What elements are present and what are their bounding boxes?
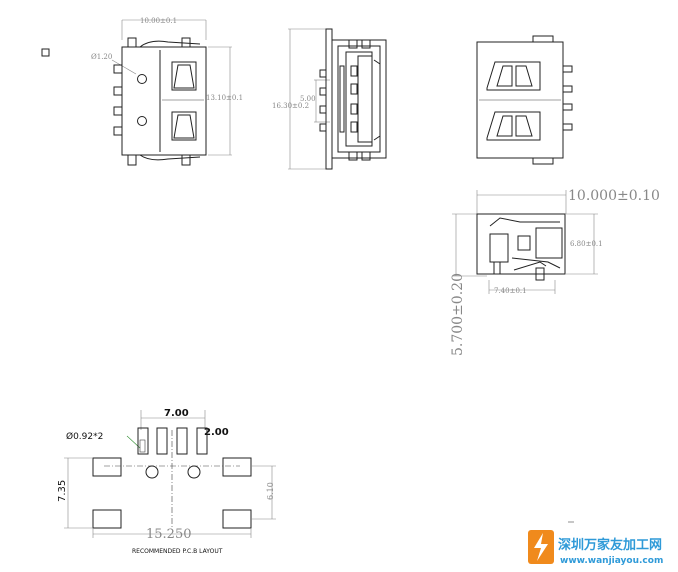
corner-marker [41,48,50,57]
dim-top-height: 13.10±0.1 [206,94,243,102]
dim-hole-dia: Ø1.20 [91,53,112,61]
dim-pcb-small: 2.00 [204,427,229,438]
dim-pcb-pitch: 7.00 [164,408,189,419]
dim-pcb-hole: Ø0.92*2 [66,431,103,442]
side-view: 16.30±0.2 5.00 [272,28,387,170]
dim-pcb-height-right: 6.10 [266,482,275,500]
watermark-text-cn: 深圳万家友加工网 [558,537,662,553]
dim-side-inner: 5.00 [300,95,316,103]
dim-side-height: 16.30±0.2 [272,102,309,110]
dim-detail-vertical: 5.700±0.20 [450,273,466,356]
top-view: 10.00±0.1 13.10±0.1 Ø1.20 [91,17,243,166]
dim-top-width: 10.00±0.1 [140,17,177,25]
detail-view: 10.000±0.10 6.80±0.1 7.40±0.1 5.700±0.20 [450,188,660,356]
pcb-layout: 7.00 2.00 Ø0.92*2 7.35 6.10 [57,408,276,555]
watermark: 深圳万家友加工网 www.wanjiayou.com [528,521,663,566]
front-view [476,35,573,165]
watermark-url: www.wanjiayou.com [560,556,663,566]
dim-detail-width: 10.000±0.10 [568,188,660,204]
dim-detail-base: 7.40±0.1 [494,287,527,295]
pcb-layout-caption: RECOMMENDED P.C.B LAYOUT [132,548,223,555]
dim-pcb-total-width: 15.250 [146,527,192,542]
dim-pcb-height-left: 7.35 [57,480,68,502]
dim-detail-height: 6.80±0.1 [570,240,603,248]
